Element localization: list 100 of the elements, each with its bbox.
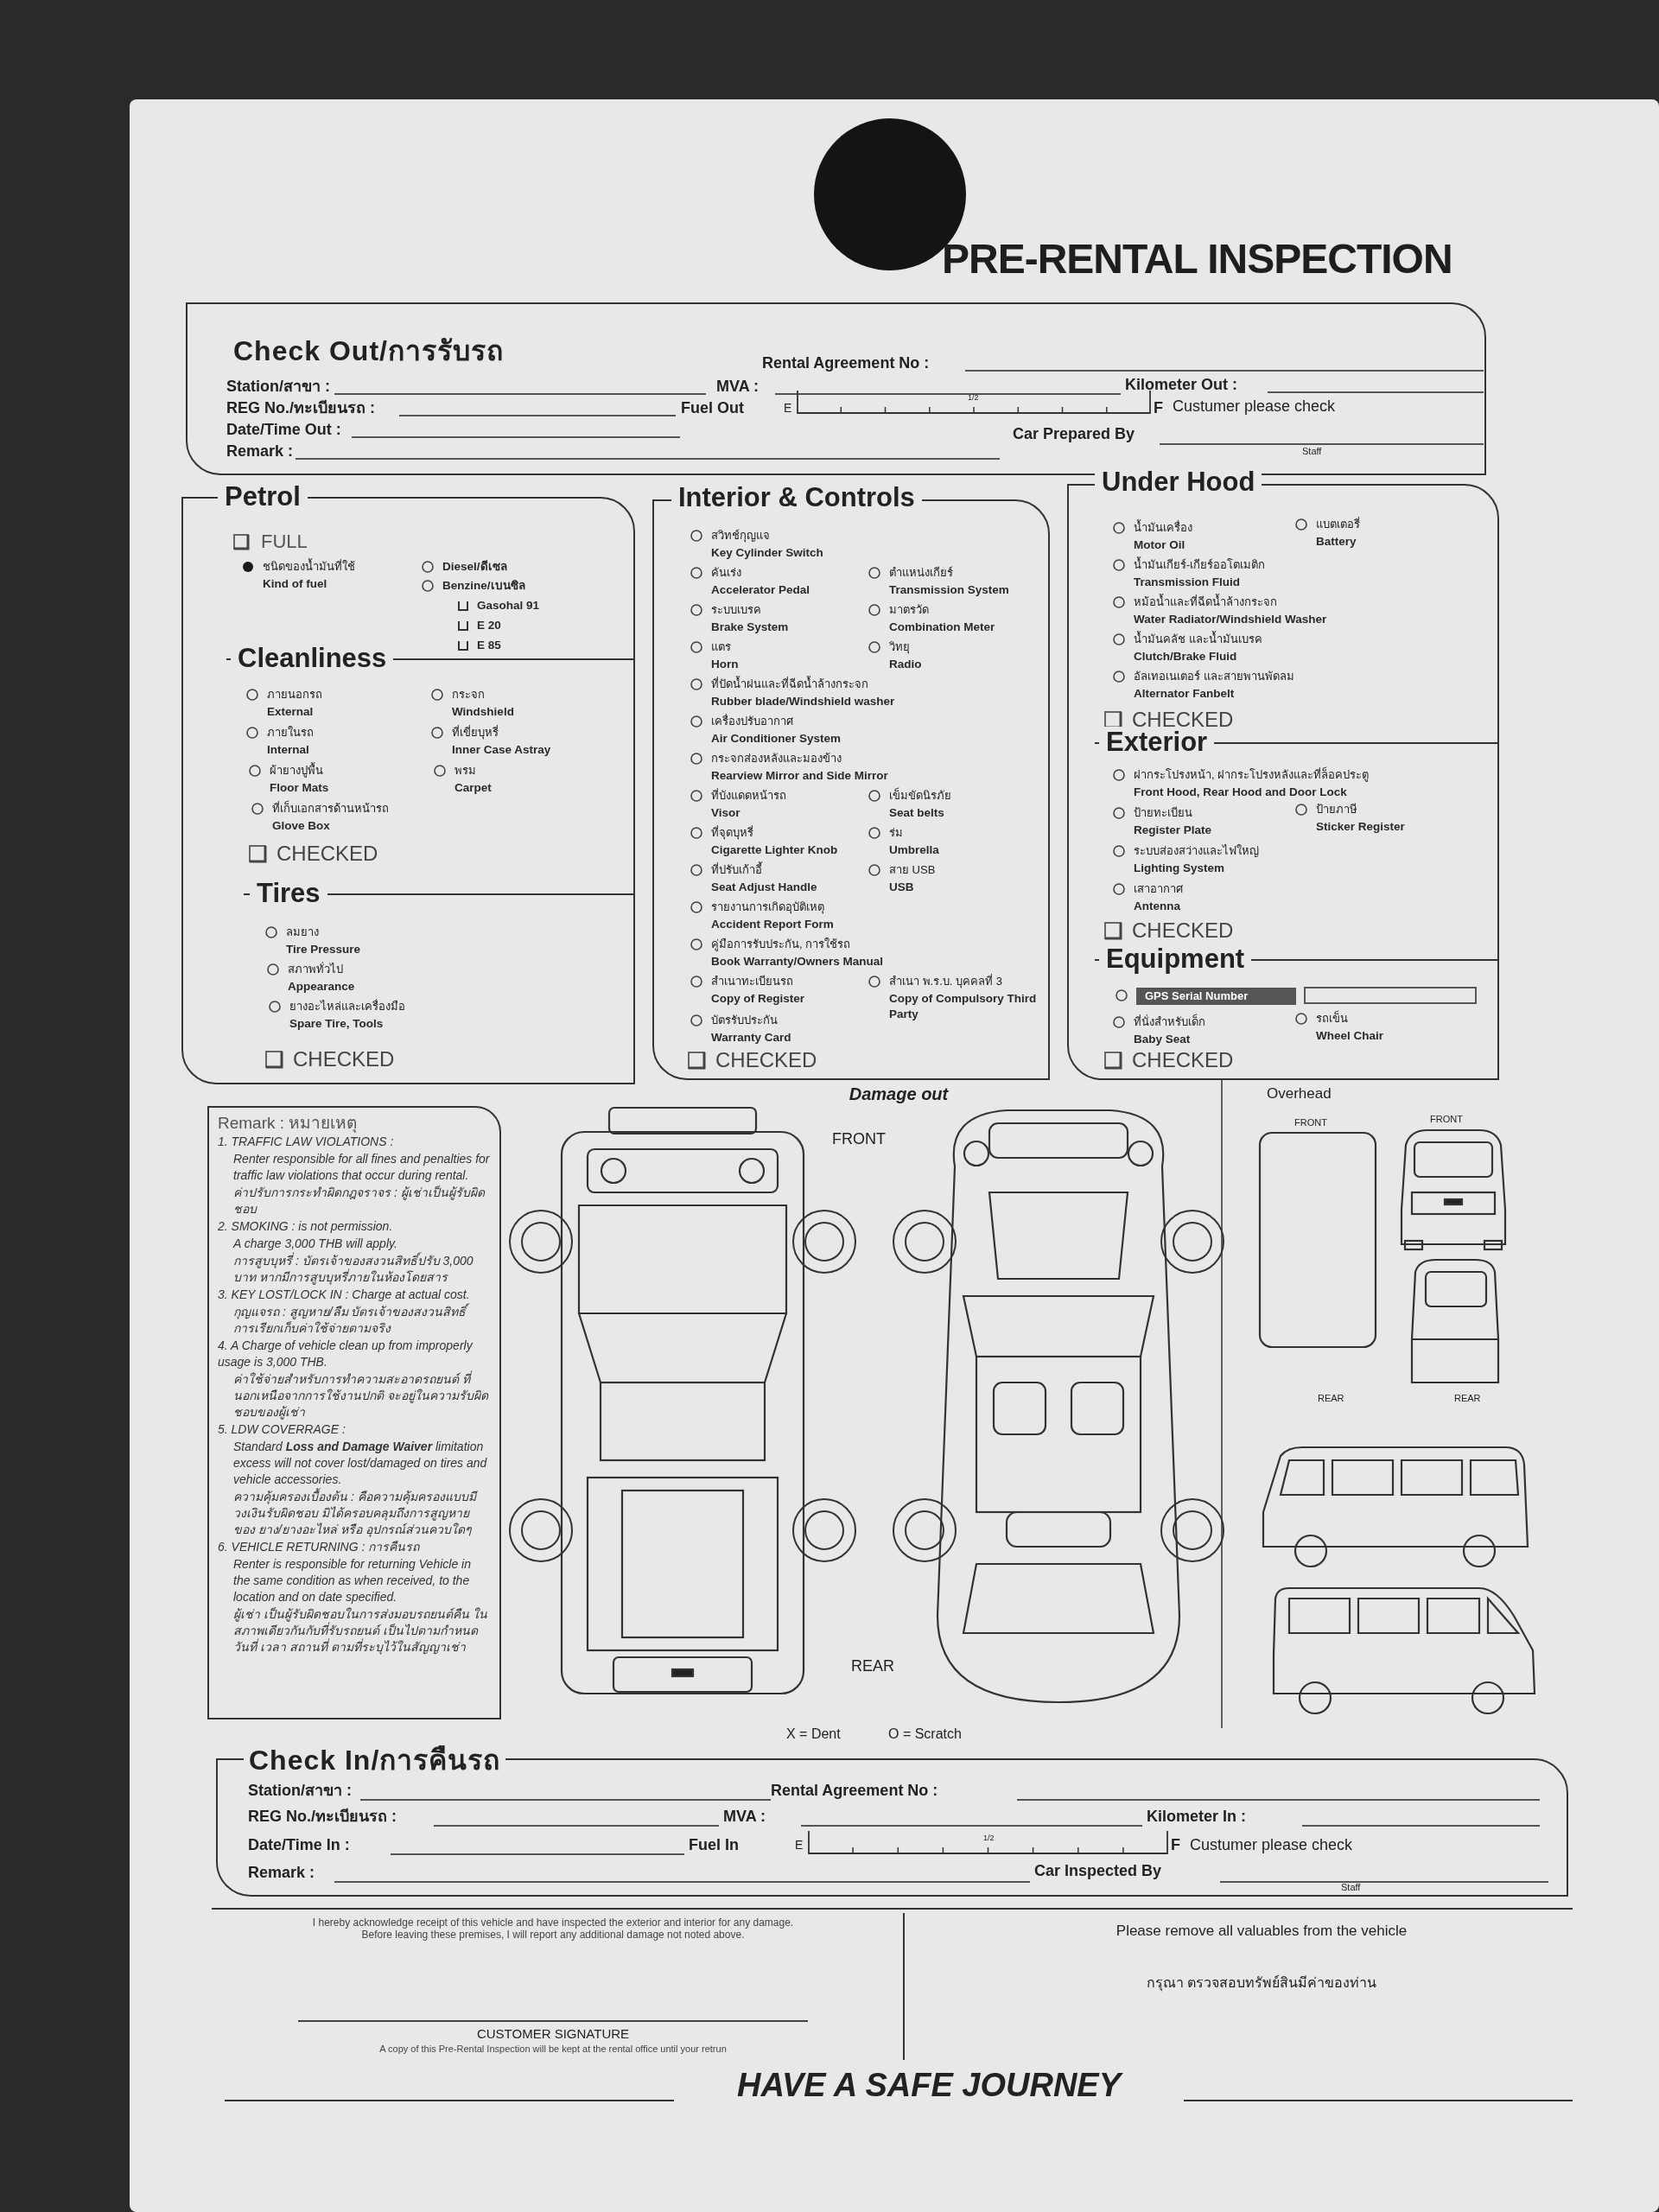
field-label: Kilometer Out : (1125, 376, 1237, 393)
item-label: Spare Tire, Tools (289, 1016, 384, 1032)
checked-label: CHECKED (1132, 1049, 1234, 1071)
item-label: E 20 (477, 618, 501, 633)
item-label: Front Hood, Rear Hood and Door Lock (1134, 785, 1347, 800)
legend-text: X = Dent (786, 1726, 841, 1742)
remark-text: Renter is responsible for returning Vehicle in the same condition as when received, to the location and on date specified. (232, 1556, 472, 1605)
gauge-label: 1/2 (968, 393, 979, 402)
gauge-label: F (1171, 1836, 1180, 1853)
legend-text: O = Scratch (888, 1726, 962, 1742)
item-label: ที่ปัดน้ำฝนและที่ฉีดน้ำล้างกระจก (711, 677, 868, 692)
item-label: เสาอากาศ (1134, 881, 1183, 897)
diagram-heading: Overhead (1267, 1085, 1332, 1103)
remark-text: 5. LDW COVERRAGE : (218, 1421, 346, 1438)
field-label: REG No./ทะเบียนรถ : (226, 399, 375, 416)
field-label: Rental Agreement No : (771, 1782, 938, 1799)
item-label: Register Plate (1134, 823, 1212, 838)
item-label: Alternator Fanbelt (1134, 686, 1235, 702)
item-label: Warranty Card (711, 1030, 791, 1046)
item-label: ภายในรถ (267, 725, 314, 741)
item-label: ร่ม (889, 825, 903, 841)
remark-text: การสูบบุหรี่ : บัตรเจ้าของสงวนสิทธิ์ปรับ 3,000 บาท หากมีการสูบบุหรี่ภายในห้องโดยสาร (232, 1253, 474, 1286)
item-label: ลมยาง (286, 925, 319, 940)
item-label: Tire Pressure (286, 942, 361, 957)
item-label: Cigarette Lighter Knob (711, 842, 838, 858)
item-label: ฝากระโปรงหน้า, ฝากระโปรงหลังและที่ล็อคประตู (1134, 767, 1370, 783)
remark-text: กุญแจรถ : สูญหาย/ลืม บัตรเจ้าของสงวนสิทธิ์ การเรียกเก็บค่าใช้จ่ายตามจริง (218, 1304, 490, 1337)
field-label: Staff (1341, 1882, 1361, 1892)
item-label: Kind of fuel (263, 576, 327, 592)
item-label: มาตรวัด (889, 602, 929, 618)
acknowledgement-text: I hereby acknowledge receipt of this vehicle and have inspected the exterior and interior for any damage. Before leaving these premises, I will report any additional damage not noted above. (311, 1916, 795, 1941)
item-label: Clutch/Brake Fluid (1134, 649, 1237, 664)
instruction-text: Custumer please check (1190, 1836, 1353, 1853)
item-label: Combination Meter (889, 620, 995, 635)
item-label: Motor Oil (1134, 537, 1185, 553)
item-label: Transmission Fluid (1134, 575, 1241, 590)
checked-label: CHECKED (293, 1048, 395, 1071)
item-label: Windshield (452, 704, 514, 720)
item-label: รถเข็น (1316, 1011, 1348, 1027)
item-label: Antenna (1134, 899, 1180, 914)
item-label: Seat Adjust Handle (711, 880, 817, 895)
field-label: Date/Time Out : (226, 421, 341, 438)
remark-text: ความคุ้มครองเบื้องต้น : คือความคุ้มครองแบบมีวงเงินรับผิดชอบ มิได้ครอบคลุมถึงการสูญหาย ของ ยาง/ยางอะไหล่ หรือ อุปกรณ์ส่วนควบใดๆ (232, 1489, 479, 1538)
item-label: Radio (889, 657, 922, 672)
item-label: Air Conditioner System (711, 731, 842, 747)
item-label: E 85 (477, 638, 501, 653)
item-label: Diesel/ดีเซล (442, 559, 507, 575)
item-label: เข็มขัดนิรภัย (889, 788, 951, 804)
field-label: Remark : (226, 442, 294, 460)
item-label: USB (889, 880, 914, 895)
field-label: Station/สาขา : (226, 378, 330, 395)
item-label: Umbrella (889, 842, 939, 858)
item-label: External (267, 704, 314, 720)
item-label: สำเนาทะเบียนรถ (711, 974, 793, 989)
item-label: น้ำมันเครื่อง (1134, 520, 1192, 536)
field-label: Car Prepared By (1013, 425, 1135, 442)
item-label: ที่จุดบุหรี่ (711, 825, 753, 841)
item-label: รายงานการเกิดอุบัติเหตุ (711, 899, 824, 915)
field-label: Kilometer In : (1147, 1808, 1246, 1825)
item-label: ตำแหน่งเกียร์ (889, 565, 953, 581)
view-label: REAR (851, 1657, 894, 1675)
item-label: สภาพทั่วไป (288, 962, 343, 977)
note-text: กรุณา ตรวจสอบทรัพย์สินมีค่าของท่าน (1146, 1974, 1377, 1993)
item-label: Battery (1316, 534, 1357, 550)
remark-text: ค่าใช้จ่ายสำหรับการทำความสะอาดรถยนต์ ที่นอกเหนือจากการใช้งานปกติ จะอยู่ในความรับผิดชอบของผู้เช่า (232, 1371, 490, 1421)
item-label: Internal (267, 742, 309, 758)
remark-box (207, 1106, 501, 1719)
remark-text: 6. VEHICLE RETURNING : การคืนรถ (218, 1539, 421, 1555)
gauge-label: E (784, 401, 792, 415)
item-label: ภายนอกรถ (267, 687, 322, 702)
item-label: Rubber blade/Windshield washer (711, 694, 895, 709)
item-label: สำเนา พ.ร.บ. บุคคลที่ 3 (889, 974, 1002, 989)
item-label: Copy of Register (711, 991, 804, 1007)
item-label: ผ้ายางปูพื้น (270, 763, 323, 779)
view-label: REAR (1454, 1393, 1481, 1403)
item-label: Floor Mats (270, 780, 329, 796)
item-label: คันเร่ง (711, 565, 741, 581)
item-label: Rearview Mirror and Side Mirror (711, 768, 888, 784)
field-label: Station/สาขา : (248, 1782, 352, 1799)
field-label: Fuel In (689, 1836, 739, 1853)
item-label: Visor (711, 805, 741, 821)
remark-text: ค่าปรับการกระทำผิดกฎจราจร : ผู้เช่าเป็นผู้รับผิดชอบ (232, 1185, 486, 1217)
item-label: Accelerator Pedal (711, 582, 810, 598)
item-label: ระบบส่องสว่างและไฟใหญ่ (1134, 843, 1259, 859)
remark-text: ผู้เช่า เป็นผู้รับผิดชอบในการส่งมอบรถยนต์คืน ในสภาพเดียวกันกับที่รับรถยนต์ เป็นไปตามกำหนด วันที่ เวลา สถานที่ ตามที่ระบุไว้ในสัญญาเช่า (232, 1606, 488, 1656)
view-label: FRONT (1430, 1114, 1463, 1124)
field-label: Remark : (248, 1864, 315, 1881)
field-label: GPS Serial Number (1136, 988, 1296, 1005)
item-label: Water Radiator/Windshield Washer (1134, 612, 1327, 627)
item-label: แบตเตอรี่ (1316, 517, 1360, 532)
item-label: Gasohal 91 (477, 598, 540, 613)
item-label: สวิทช์กุญแจ (711, 528, 770, 543)
item-label: ที่เขี่ยบุหรี่ (452, 725, 499, 741)
option-label: FULL (261, 531, 308, 552)
field-label: Rental Agreement No : (762, 354, 930, 372)
item-label: น้ำมันคลัช และน้ำมันเบรค (1134, 632, 1262, 647)
item-label: ป้ายภาษี (1316, 802, 1357, 817)
item-label: Sticker Register (1316, 819, 1405, 835)
item-label: Lighting System (1134, 861, 1224, 876)
item-label: Accident Report Form (711, 917, 834, 932)
